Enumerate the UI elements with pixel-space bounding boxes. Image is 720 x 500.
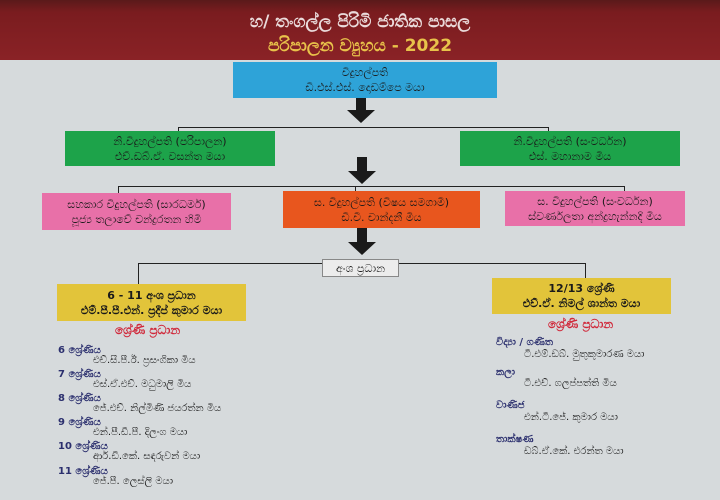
grade-label: 6 ශ්‍රේණිය bbox=[58, 345, 101, 356]
stream-head-name: ටී.එම්.ඩබ්. මුතුකුමාරණ මයා bbox=[524, 349, 645, 360]
grade-head-name: ආර්.ඩී.කේ. සඳරුවන් මයා bbox=[93, 451, 201, 462]
grade-label: 10 ශ්‍රේණිය bbox=[58, 441, 108, 452]
stream-label: තාක්ෂණ bbox=[496, 434, 534, 445]
asst-cocurricular-box: ස. විදුහල්පති (විෂය සමගාමී) ඩී.වී. චාන්ද… bbox=[283, 191, 480, 228]
connector bbox=[624, 186, 625, 192]
grade-label: 11 ශ්‍රේණිය bbox=[58, 466, 108, 477]
deputy-name: එස්. මහානාම මිය bbox=[528, 149, 612, 163]
school-name: හ/ තංගල්ල පිරිමි ජාතික පාසල bbox=[249, 12, 471, 32]
chart-title: පරිපාලන ව්‍යුහය - 2022 bbox=[267, 36, 453, 56]
asst-values-box: සහකාර විදුහල්පති (සාරධර්ම) පූජ්‍ය තලාවේ … bbox=[42, 193, 231, 230]
section-heads-label: අංශ ප්‍රධාන bbox=[322, 259, 399, 277]
connector bbox=[118, 186, 625, 187]
deputy-dev-box: නි.විදුහල්පති (සංවර්ධන) එස්. මහානාම මිය bbox=[460, 131, 680, 166]
connector bbox=[138, 263, 139, 284]
section-head-name: එම්.පී.පී.එන්. ප්‍රදීප් කුමාර මයා bbox=[80, 303, 223, 317]
section-head-name: එච්.ඒ. නිමල් ශාන්ත මයා bbox=[522, 297, 641, 310]
section-6-11-box: 6 - 11 අංශ ප්‍රධාන එම්.පී.පී.එන්. ප්‍රදී… bbox=[57, 284, 246, 321]
grade-label: 9 ශ්‍රේණිය bbox=[58, 417, 101, 428]
assistant-role: ස. විදුහල්පති (විෂය සමගාමී) bbox=[313, 195, 450, 209]
grade-head-name: එස්.ඒ.එච්. මධුමාලි මිය bbox=[93, 379, 192, 390]
deputy-role: නි.විදුහල්පති (පරිපාලන) bbox=[113, 134, 227, 148]
stream-label: කලා bbox=[496, 367, 516, 378]
assistant-name: පූජ්‍ය තලාවේ චන්ද්‍රරතන හිමි bbox=[71, 212, 202, 226]
grade-heads-label: ශ්‍රේණි ප්‍රධාන bbox=[115, 323, 181, 337]
deputy-role: නි.විදුහල්පති (සංවර්ධන) bbox=[513, 134, 627, 148]
grade-head-name: එන්.පී.ඩී.පී. දිලංග මයා bbox=[93, 427, 188, 438]
grade-head-name: ජේ.පී. ලෙස්ලි මයා bbox=[93, 476, 173, 487]
connector bbox=[585, 263, 586, 279]
assistant-name: ඩී.වී. චාන්දනී මිය bbox=[341, 210, 422, 224]
deputy-admin-box: නි.විදුහල්පති (පරිපාලන) එච්.ඩබ්.ඒ. වසන්ත… bbox=[65, 131, 275, 166]
principal-box: විදුහල්පති ඩී.එස්.එස්. දොඩම්පෙ මයා bbox=[233, 62, 497, 98]
section-title: 6 - 11 අංශ ප්‍රධාන bbox=[107, 288, 196, 302]
grade-label: 7 ශ්‍රේණිය bbox=[58, 369, 101, 380]
grade-head-name: ජේ.එච්. නිල්මිණි ජයරත්න මිය bbox=[93, 403, 222, 414]
connector bbox=[548, 127, 549, 131]
stream-head-name: ටී.එච්. ගලප්පත්ති මිය bbox=[524, 378, 617, 389]
deputy-name: එච්.ඩබ්.ඒ. වසන්ත මයා bbox=[114, 149, 226, 163]
connector bbox=[355, 186, 356, 191]
section-heads-text: අංශ ප්‍රධාන bbox=[335, 261, 386, 275]
principal-name: ඩී.එස්.එස්. දොඩම්පෙ මයා bbox=[305, 81, 425, 94]
section-title: 12/13 ශ්‍රේණි bbox=[548, 282, 615, 295]
stream-head-name: ඩබ්.ඒ.කේ. එරන්ත මයා bbox=[524, 446, 624, 457]
asst-dev-box: ස. විදුහල්පති (සංවර්ධන) ස්වර්ණලතා අන්ද්‍… bbox=[505, 191, 685, 226]
title-banner: හ/ තංගල්ල පිරිමි ජාතික පාසල පරිපාලන ව්‍ය… bbox=[0, 0, 720, 60]
connector bbox=[118, 186, 119, 193]
stream-head-name: එන්.ටී.ජේ. කුමාර මයා bbox=[524, 412, 618, 423]
connector bbox=[178, 127, 179, 131]
section-12-13-box: 12/13 ශ්‍රේණි එච්.ඒ. නිමල් ශාන්ත මයා bbox=[492, 278, 671, 314]
grade-head-name: එච්.සී.පී.ඊ. ප්‍රසංගිකා මිය bbox=[93, 355, 196, 366]
grade-label: 8 ශ්‍රේණිය bbox=[58, 393, 101, 404]
assistant-name: ස්වර්ණලතා අන්ද්‍රහැන්නදි මිය bbox=[528, 209, 662, 223]
grade-heads-label: ශ්‍රේණි ප්‍රධාන bbox=[548, 317, 614, 331]
connector bbox=[178, 127, 549, 128]
assistant-role: සහකාර විදුහල්පති (සාරධර්ම) bbox=[67, 197, 206, 211]
principal-role: විදුහල්පති bbox=[341, 66, 389, 79]
stream-label: වාණිජ bbox=[496, 400, 525, 411]
stream-label: විද්‍යා / ගණිත bbox=[496, 337, 554, 348]
assistant-role: ස. විදුහල්පති (සංවර්ධන) bbox=[537, 194, 653, 208]
